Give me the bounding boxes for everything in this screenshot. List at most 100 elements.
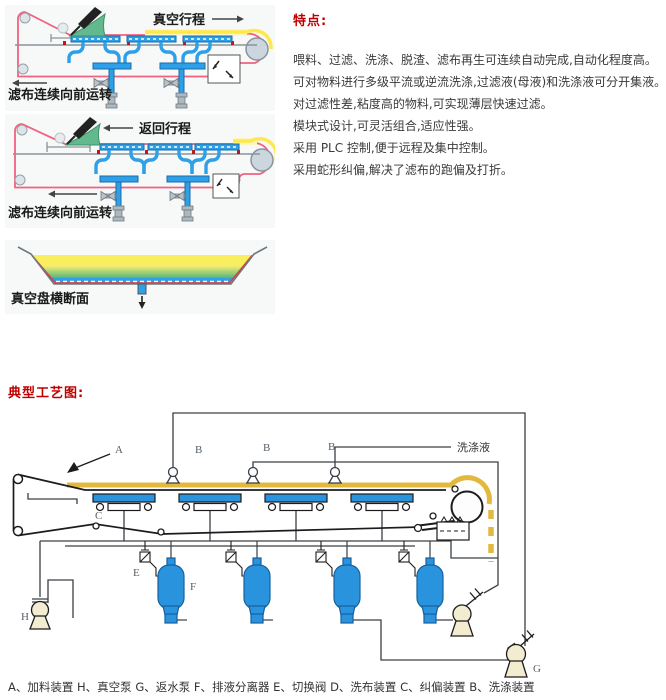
drain-outlet	[137, 283, 147, 309]
guide-roller	[57, 22, 69, 34]
separator-vessel	[333, 541, 361, 624]
valve-icon	[315, 541, 334, 577]
vacuum-tray	[350, 493, 414, 512]
vacuum-pump-inlet	[32, 541, 48, 603]
separator-vessel	[157, 541, 187, 624]
return-water-pump	[504, 630, 535, 678]
feed-chute	[68, 7, 106, 37]
wash-liquid-pipe	[334, 446, 451, 468]
separator-vessel	[243, 541, 273, 624]
left-arrow-icon	[12, 79, 47, 87]
vacuum-trays	[99, 143, 240, 151]
diagram-tray-cross-section: 真空盘横断面	[5, 240, 275, 314]
cloth-wash-box	[436, 516, 470, 541]
return-water-pipe	[353, 619, 516, 661]
left-bottom-roller	[12, 525, 24, 537]
valve-icon	[139, 541, 158, 577]
clamp-marks	[97, 150, 240, 154]
drive-roller	[250, 148, 274, 172]
separator-vessel	[416, 541, 444, 624]
vacuum-main-pipe	[172, 412, 526, 646]
vacuum-trays	[70, 35, 233, 43]
feed-chute	[64, 117, 101, 146]
feature-item: 对过滤性差,粘度高的物料,可实现薄层快速过滤。	[293, 97, 553, 111]
cake-layer	[233, 136, 275, 160]
feed-arrow-icon	[67, 453, 111, 473]
return-roller	[14, 174, 26, 186]
discharge-drum	[450, 490, 484, 524]
valve-icon	[398, 541, 417, 577]
small-roller	[451, 485, 459, 493]
fold-roller	[413, 523, 423, 533]
feature-item: 模块式设计,可灵活组合,适应性强。	[293, 119, 481, 133]
feed-nozzle-icon	[78, 7, 102, 29]
pipe-couplings	[112, 205, 194, 222]
detail-callout-box	[207, 54, 241, 84]
vacuum-tray	[264, 493, 328, 512]
sprinkler-icon	[246, 466, 260, 484]
diagram2-background	[5, 114, 275, 228]
label-A: A	[115, 444, 123, 456]
sprinkler-icon	[328, 466, 342, 484]
cross-section-label: 真空盘横断面	[11, 291, 89, 307]
process-heading: 典型工艺图:	[8, 386, 85, 401]
clamp-marks	[63, 41, 234, 45]
wash-liquid-label: 洗涤液	[457, 440, 490, 454]
drive-roller	[245, 37, 269, 61]
label-C: C	[95, 510, 102, 522]
snake-roller	[157, 528, 165, 536]
standpipe-bracket	[47, 579, 74, 618]
wash-return-pipe	[252, 461, 499, 594]
left-top-roller	[12, 473, 24, 485]
separator-vessels	[157, 541, 444, 624]
belt-return-line	[12, 479, 422, 537]
features-section: 特点: 喂料、过滤、洗涤、脱渣、滤布再生可连续自动完成,自动化程度高。 可对物料…	[293, 10, 666, 181]
right-arrow-icon	[212, 15, 244, 23]
wash-sprinklers	[166, 466, 342, 484]
cloth-motion-label: 滤布连续向前运转	[8, 205, 112, 221]
diagram-return-stroke: 返回行程 滤布连续向前运转	[5, 114, 275, 228]
vacuum-pump	[29, 600, 51, 630]
detail-callout-box	[212, 173, 240, 199]
belt-assembly	[12, 473, 494, 562]
feature-item: 采用 PLC 控制,便于远程及集中控制。	[293, 141, 495, 155]
label-F: F	[190, 581, 196, 593]
filter-cloth-belt	[14, 123, 272, 189]
label-H: H	[21, 611, 29, 623]
tray-red-liner	[31, 255, 253, 284]
pipe-couplings	[105, 92, 188, 109]
cloth-motion-label: 滤布连续向前运转	[8, 87, 112, 103]
guide-roller	[54, 132, 66, 144]
vacuum-tray	[178, 493, 242, 512]
return-stroke-label: 返回行程	[139, 121, 191, 137]
features-heading: 特点:	[293, 14, 328, 29]
label-E: E	[133, 567, 140, 579]
feature-item: 可对物料进行多级平流或逆流洗涤,过滤液(母液)和洗涤液可分开集液。	[293, 75, 666, 89]
tension-roller	[19, 12, 31, 24]
drain-pipes	[67, 42, 212, 63]
valve-icon	[100, 190, 186, 202]
left-arrow-icon	[103, 124, 133, 132]
vacuum-tray	[92, 493, 156, 512]
switch-valves	[139, 541, 417, 577]
belt-top-line	[17, 473, 446, 491]
feature-item: 喂料、过滤、洗涤、脱渣、滤布再生可连续自动完成,自动化程度高。	[293, 53, 657, 67]
valve-icon	[225, 541, 244, 577]
feed-hopper-edge	[27, 493, 78, 504]
sprinkler-icon	[166, 466, 180, 484]
tray-drain-risers	[123, 510, 383, 541]
vacuum-stroke-label: 真空行程	[153, 12, 205, 28]
feature-item: 采用蛇形纠偏,解决了滤布的跑偏及打折。	[293, 163, 513, 177]
diagram-vacuum-stroke: 真空行程 滤布连续向前运转	[5, 5, 275, 111]
washbox-drain-pipe	[450, 540, 498, 559]
process-pipework	[32, 412, 526, 661]
label-B: B	[328, 441, 335, 453]
tray-fill-layers	[32, 255, 252, 284]
cake-band	[67, 475, 492, 505]
left-arrow-icon	[48, 190, 97, 198]
process-legend: A、加料装置 H、真空泵 G、返水泵 F、排液分离器 E、切换阀 D、洗布装置 …	[8, 680, 535, 694]
collection-manifolds	[99, 175, 210, 213]
small-roller	[429, 512, 437, 520]
return-roller	[17, 63, 29, 75]
valve-icon	[93, 77, 180, 89]
